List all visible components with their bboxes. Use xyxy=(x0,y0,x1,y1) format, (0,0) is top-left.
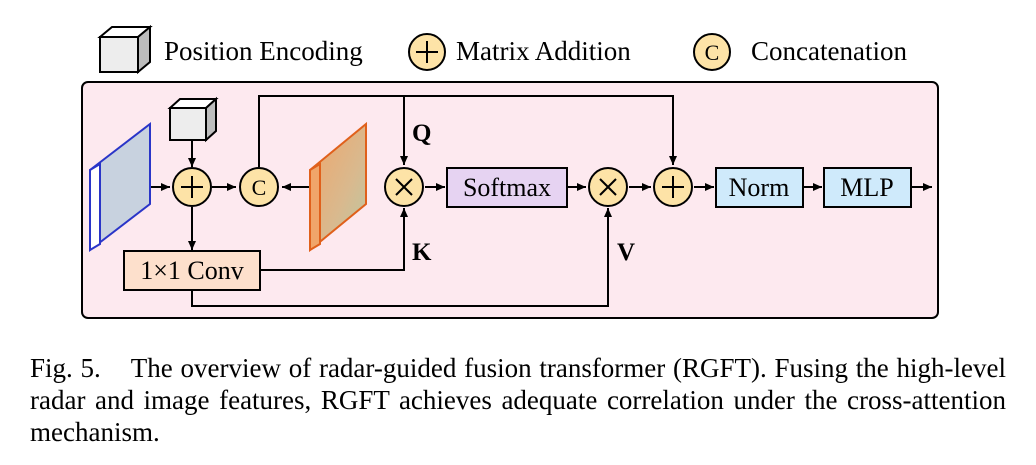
matrix-multiply-node-qk xyxy=(384,167,424,207)
figure-number: Fig. 5. xyxy=(30,353,101,383)
legend-matrix-addition-label: Matrix Addition xyxy=(456,36,631,66)
legend-position-encoding-label: Position Encoding xyxy=(164,36,363,66)
concatenation-legend-icon: C xyxy=(693,33,731,71)
softmax-block: Softmax xyxy=(446,167,568,208)
rgft-diagram: Position Encoding Matrix Addition C Conc… xyxy=(81,24,939,319)
matrix-addition-legend-icon xyxy=(408,33,446,71)
residual-addition-node xyxy=(653,167,693,207)
q-label: Q xyxy=(412,120,431,147)
position-encoding-cube-icon xyxy=(167,96,219,143)
norm-block: Norm xyxy=(715,167,804,208)
norm-label: Norm xyxy=(729,173,790,202)
conv-label: 1×1 Conv xyxy=(140,256,244,285)
connections xyxy=(150,95,932,307)
softmax-label: Softmax xyxy=(463,173,551,202)
legend: Position Encoding Matrix Addition C Conc… xyxy=(97,24,907,75)
concat-node-symbol: C xyxy=(252,175,267,200)
concatenation-node: C xyxy=(239,167,279,207)
image-feature-map xyxy=(309,121,367,253)
conv-1x1-block: 1×1 Conv xyxy=(123,250,261,291)
v-label: V xyxy=(617,239,635,266)
position-encoding-cube-icon xyxy=(97,24,153,75)
concat-legend-symbol: C xyxy=(705,40,720,65)
figure-caption: Fig. 5.The overview of radar-guided fusi… xyxy=(30,352,1006,448)
matrix-multiply-node-v xyxy=(588,167,628,207)
caption-text: The overview of radar-guided fusion tran… xyxy=(30,353,1006,447)
radar-feature-map xyxy=(89,121,151,253)
matrix-addition-node xyxy=(172,167,212,207)
mlp-block: MLP xyxy=(823,167,912,208)
legend-concatenation-label: Concatenation xyxy=(751,36,907,66)
k-label: K xyxy=(412,239,432,266)
mlp-label: MLP xyxy=(840,173,893,202)
